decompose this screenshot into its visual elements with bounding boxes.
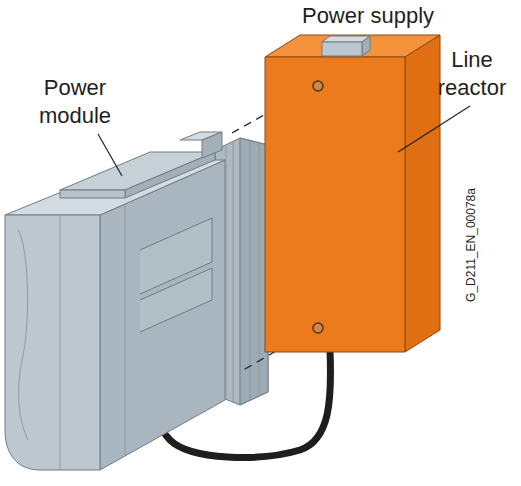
line-reactor [265, 35, 440, 352]
part-label: Line reactor [428, 46, 516, 102]
screw-hole [313, 323, 323, 333]
power-supply-connector [322, 36, 370, 56]
leader-line [98, 134, 122, 176]
drawing-number: G_D211_EN_00078a [464, 188, 479, 302]
power-module [5, 132, 268, 470]
screw-hole [313, 81, 323, 91]
part-label: Power supply [302, 2, 434, 30]
leader-line [398, 106, 470, 152]
part-label: Power module [25, 74, 125, 130]
